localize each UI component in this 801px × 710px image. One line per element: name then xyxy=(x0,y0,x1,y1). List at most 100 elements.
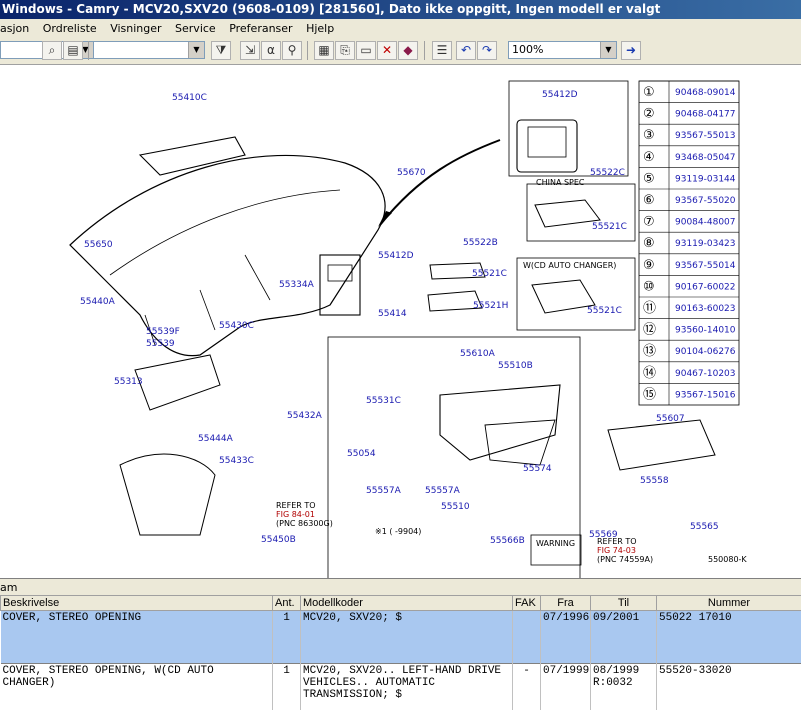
cell-from: 07/1999 xyxy=(541,664,591,710)
part-label[interactable]: 55412D xyxy=(378,251,414,261)
diagram-code: 550080-K xyxy=(708,555,747,564)
table-header-row: Beskrivelse Ant. Modellkoder FAK Fra Til… xyxy=(1,596,801,611)
part-label[interactable]: 55432A xyxy=(287,411,323,421)
search-doc-icon[interactable]: ⌕ xyxy=(42,41,62,60)
list-icon[interactable]: ☰ xyxy=(432,41,452,60)
reference-part-number[interactable]: 93119-03423 xyxy=(675,239,736,249)
reference-part-number[interactable]: 93560-14010 xyxy=(675,326,736,336)
part-label[interactable]: 55334A xyxy=(279,280,315,290)
redo-icon[interactable]: ↷ xyxy=(477,41,497,60)
grid-icon[interactable]: ▦ xyxy=(314,41,334,60)
chevron-down-icon[interactable]: ▼ xyxy=(600,42,616,58)
part-label[interactable]: 55558 xyxy=(640,476,669,486)
part-label[interactable]: 55557A xyxy=(425,486,461,496)
screen-icon[interactable]: ▭ xyxy=(356,41,376,60)
part-label[interactable]: 55522C xyxy=(590,168,625,178)
menu-bar: asjon Ordreliste Visninger Service Prefe… xyxy=(0,19,801,39)
chevron-down-icon[interactable]: ▼ xyxy=(188,42,204,58)
toolbar-separator xyxy=(424,41,425,60)
note-x1: ※1 ( -9904) xyxy=(375,527,421,536)
part-label[interactable]: 55531C xyxy=(366,396,401,406)
reference-part-number[interactable]: 90468-04177 xyxy=(675,110,736,120)
reference-part-number[interactable]: 90167-60022 xyxy=(675,282,736,292)
reference-part-number[interactable]: 93567-55014 xyxy=(675,261,736,271)
part-label[interactable]: 55521H xyxy=(473,301,508,311)
part-label[interactable]: 55440A xyxy=(80,297,116,307)
menu-item-service[interactable]: Service xyxy=(175,22,216,35)
reference-number: ③ xyxy=(643,128,655,143)
part-label[interactable]: 55574 xyxy=(523,464,552,474)
book-icon[interactable]: ◆ xyxy=(398,41,418,60)
export-icon[interactable]: ⎘ xyxy=(335,41,355,60)
reference-part-number[interactable]: 93567-55013 xyxy=(675,131,736,141)
reference-part-number[interactable]: 90467-10203 xyxy=(675,369,736,379)
col-header-fak[interactable]: FAK xyxy=(513,596,541,611)
part-label[interactable]: 55412D xyxy=(542,90,578,100)
part-label[interactable]: 55650 xyxy=(84,240,113,250)
undo-icon[interactable]: ↶ xyxy=(456,41,476,60)
part-label[interactable]: 55557A xyxy=(366,486,402,496)
col-header-ant[interactable]: Ant. xyxy=(273,596,301,611)
part-label[interactable]: 55521C xyxy=(592,222,627,232)
part-label[interactable]: 55539F xyxy=(146,327,180,337)
toolbar: ▼ ⌕ ▤ ▼ ⧩ ⇲ α ⚲ ▦ ⎘ ▭ ✕ ◆ ☰ ↶ ↷ 100%▼ ➜ xyxy=(0,38,801,65)
col-header-fra[interactable]: Fra xyxy=(541,596,591,611)
reference-number: ⑤ xyxy=(643,171,655,186)
part-label[interactable]: 55521C xyxy=(587,306,622,316)
part-label[interactable]: 55566B xyxy=(490,536,525,546)
part-label[interactable]: 55430C xyxy=(219,321,254,331)
reference-part-number[interactable]: 93567-15016 xyxy=(675,390,736,400)
reference-part-number[interactable]: 93468-05047 xyxy=(675,153,736,163)
go-icon[interactable]: ➜ xyxy=(621,41,641,60)
dashboard-ridge xyxy=(110,190,340,275)
part-label[interactable]: 55539 xyxy=(146,339,175,349)
alpha-icon[interactable]: α xyxy=(261,41,281,60)
table-row[interactable]: COVER, STEREO OPENING 1 MCV20, SXV20; $ … xyxy=(1,611,801,664)
part-label[interactable]: 55522B xyxy=(463,238,498,248)
close-red-icon[interactable]: ✕ xyxy=(377,41,397,60)
menu-item-asjon[interactable]: asjon xyxy=(0,22,29,35)
cell-to: 08/1999 R:0032 xyxy=(591,664,657,710)
menu-item-ordreliste[interactable]: Ordreliste xyxy=(43,22,97,35)
window-title: Windows - Camry - MCV20,SXV20 (9608-0109… xyxy=(0,2,660,16)
part-label[interactable]: 55444A xyxy=(198,434,234,444)
col-header-nummer[interactable]: Nummer xyxy=(657,596,801,611)
col-header-beskrivelse[interactable]: Beskrivelse xyxy=(1,596,273,611)
part-label[interactable]: 55450B xyxy=(261,535,296,545)
cell-model: MCV20, SXV20; $ xyxy=(301,611,513,664)
reference-part-number[interactable]: 90163-60023 xyxy=(675,304,736,314)
menu-item-preferanser[interactable]: Preferanser xyxy=(229,22,292,35)
part-label[interactable]: 55054 xyxy=(347,449,376,459)
zoom-select[interactable]: 100%▼ xyxy=(508,41,617,59)
combo-2[interactable]: ▼ xyxy=(93,41,205,59)
col-header-til[interactable]: Til xyxy=(591,596,657,611)
part-label[interactable]: 55610A xyxy=(460,349,496,359)
magnify-icon[interactable]: ⚲ xyxy=(282,41,302,60)
table-row[interactable]: COVER, STEREO OPENING, W(CD AUTO CHANGER… xyxy=(1,664,801,710)
reference-part-number[interactable]: 93119-03144 xyxy=(675,174,736,184)
reference-part-number[interactable]: 93567-55020 xyxy=(675,196,736,206)
part-label[interactable]: 55607 xyxy=(656,414,685,424)
reference-part-number[interactable]: 90468-09014 xyxy=(675,88,736,98)
part-label[interactable]: 55433C xyxy=(219,456,254,466)
part-label[interactable]: 55521C xyxy=(472,269,507,279)
refer1-line1: REFER TO xyxy=(276,501,316,510)
part-label[interactable]: 55410C xyxy=(172,93,207,103)
pointer-icon[interactable]: ⇲ xyxy=(240,41,260,60)
lower-left-panel xyxy=(135,355,220,410)
filter-icon[interactable]: ⧩ xyxy=(211,41,231,60)
part-label[interactable]: 55510 xyxy=(441,502,470,512)
menu-item-visninger[interactable]: Visninger xyxy=(110,22,161,35)
reference-part-number[interactable]: 90104-06276 xyxy=(675,347,736,357)
part-label[interactable]: 55670 xyxy=(397,168,426,178)
col-header-modellkoder[interactable]: Modellkoder xyxy=(301,596,513,611)
refer2-line3: (PNC 74559A) xyxy=(597,555,653,564)
part-label[interactable]: 55313 xyxy=(114,377,143,387)
part-label[interactable]: 55510B xyxy=(498,361,533,371)
cell-num: 55520-33020 xyxy=(657,664,801,710)
menu-item-hjelp[interactable]: Hjelp xyxy=(306,22,334,35)
part-label[interactable]: 55414 xyxy=(378,309,407,319)
reference-part-number[interactable]: 90084-48007 xyxy=(675,218,736,228)
part-label[interactable]: 55565 xyxy=(690,522,719,532)
print-icon[interactable]: ▤ xyxy=(63,41,83,60)
